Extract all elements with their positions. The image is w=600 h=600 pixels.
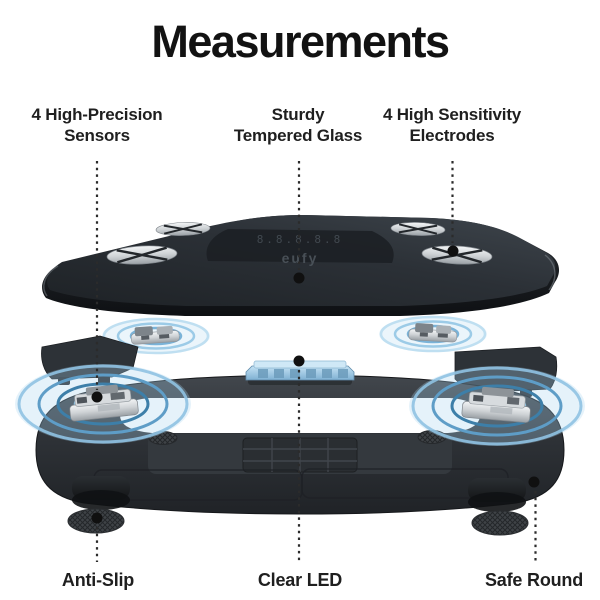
callout-label-glass-line1: Sturdy [271, 105, 325, 124]
callout-label-clear-led: Clear LED [257, 570, 343, 590]
callout-label-glass: Sturdy Tempered Glass [234, 105, 362, 146]
eufy-logo: eufy [282, 250, 319, 266]
callout-label-sensors-line1: 4 High-Precision [31, 105, 163, 124]
page-title: Measurements [151, 16, 450, 67]
callout-label-glass-line2: Tempered Glass [233, 125, 363, 145]
base-inner-window [120, 398, 480, 433]
electrode-far-right [390, 222, 446, 236]
electrode-far-left [155, 222, 211, 236]
led-display-digits: 8.8.8.8.8 [257, 233, 344, 246]
scale-glass-top: 8.8.8.8.8 eufy [42, 215, 560, 316]
callout-dots [91, 245, 540, 524]
callout-dot-sensors [91, 391, 103, 403]
callout-dot-electrodes [447, 245, 459, 257]
callout-label-electrodes-line2: Electrodes [409, 125, 495, 145]
led-display-zone [206, 229, 394, 263]
callout-dot-anti-slip [91, 512, 103, 524]
electrode-near-right [421, 245, 493, 265]
sensor-module-top-right [408, 323, 458, 343]
callout-dot-glass [293, 272, 305, 284]
electrode-near-left [106, 245, 178, 265]
sensor-module-top-left [130, 325, 180, 345]
scale-foot-right [468, 478, 526, 512]
callout-label-sensors-line2: Sensors [64, 125, 130, 145]
scale-foot-left [72, 476, 130, 510]
callout-dot-safe-round [528, 476, 540, 488]
glass-edge-highlight-left [43, 265, 59, 297]
callout-label-safe-round: Safe Round [484, 570, 584, 590]
callout-leaders [95, 161, 537, 562]
anti-slip-pad-right [471, 510, 529, 536]
callout-label-electrodes: 4 High Sensitivity Electrodes [383, 105, 521, 146]
battery-compartment [242, 437, 358, 473]
glass-edge-highlight-right [544, 254, 556, 291]
callout-label-electrodes-line1: 4 High Sensitivity [382, 105, 522, 124]
callout-label-anti-slip: Anti-Slip [61, 570, 135, 590]
sensor-module-bottom-right [461, 386, 531, 423]
led-module [245, 360, 355, 385]
callout-label-sensors: 4 High-Precision Sensors [32, 105, 163, 146]
callout-dot-clear-led [293, 355, 305, 367]
